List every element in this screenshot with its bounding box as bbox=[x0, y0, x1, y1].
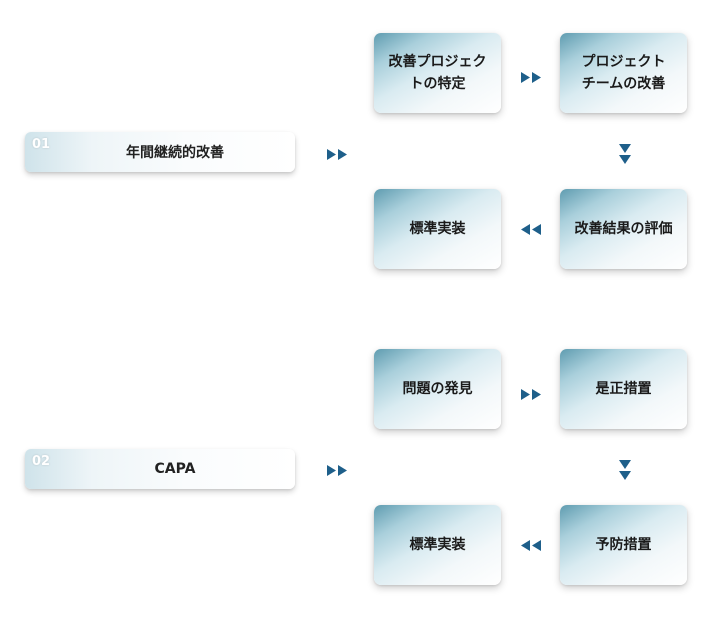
step-card-evaluate-results: 改善結果の評価 bbox=[560, 189, 687, 269]
step-card-project-team: プロジェクト チームの改善 bbox=[560, 33, 687, 113]
step-card-standard-implementation: 標準実装 bbox=[374, 505, 501, 585]
step-label: 問題の発見 bbox=[402, 381, 473, 397]
section-number: 01 bbox=[32, 137, 51, 152]
section-title: 年間継続的改善 bbox=[126, 145, 224, 161]
step-card-standard-implementation: 標準実装 bbox=[374, 189, 501, 269]
step-label: 予防措置 bbox=[595, 537, 652, 553]
section-title: CAPA bbox=[154, 461, 196, 477]
section-02-label: 02 CAPA bbox=[25, 449, 295, 489]
step-label: 標準実装 bbox=[409, 221, 466, 237]
double-chevron-right-icon bbox=[327, 149, 349, 160]
double-chevron-down-icon bbox=[619, 144, 631, 166]
step-label: 標準実装 bbox=[409, 537, 466, 553]
section-01-label: 01 年間継続的改善 bbox=[25, 132, 295, 172]
step-label: プロジェクト チームの改善 bbox=[581, 54, 666, 92]
double-chevron-right-icon bbox=[521, 72, 543, 83]
double-chevron-left-icon bbox=[521, 540, 543, 551]
section-number: 02 bbox=[32, 454, 51, 469]
double-chevron-left-icon bbox=[521, 224, 543, 235]
step-card-corrective-action: 是正措置 bbox=[560, 349, 687, 429]
double-chevron-down-icon bbox=[619, 460, 631, 482]
double-chevron-right-icon bbox=[327, 465, 349, 476]
step-label: 是正措置 bbox=[595, 381, 652, 397]
step-card-identify-project: 改善プロジェク トの特定 bbox=[374, 33, 501, 113]
step-card-preventive-action: 予防措置 bbox=[560, 505, 687, 585]
double-chevron-right-icon bbox=[521, 389, 543, 400]
step-label: 改善プロジェク トの特定 bbox=[388, 54, 487, 92]
step-label: 改善結果の評価 bbox=[574, 221, 673, 237]
step-card-problem-discovery: 問題の発見 bbox=[374, 349, 501, 429]
